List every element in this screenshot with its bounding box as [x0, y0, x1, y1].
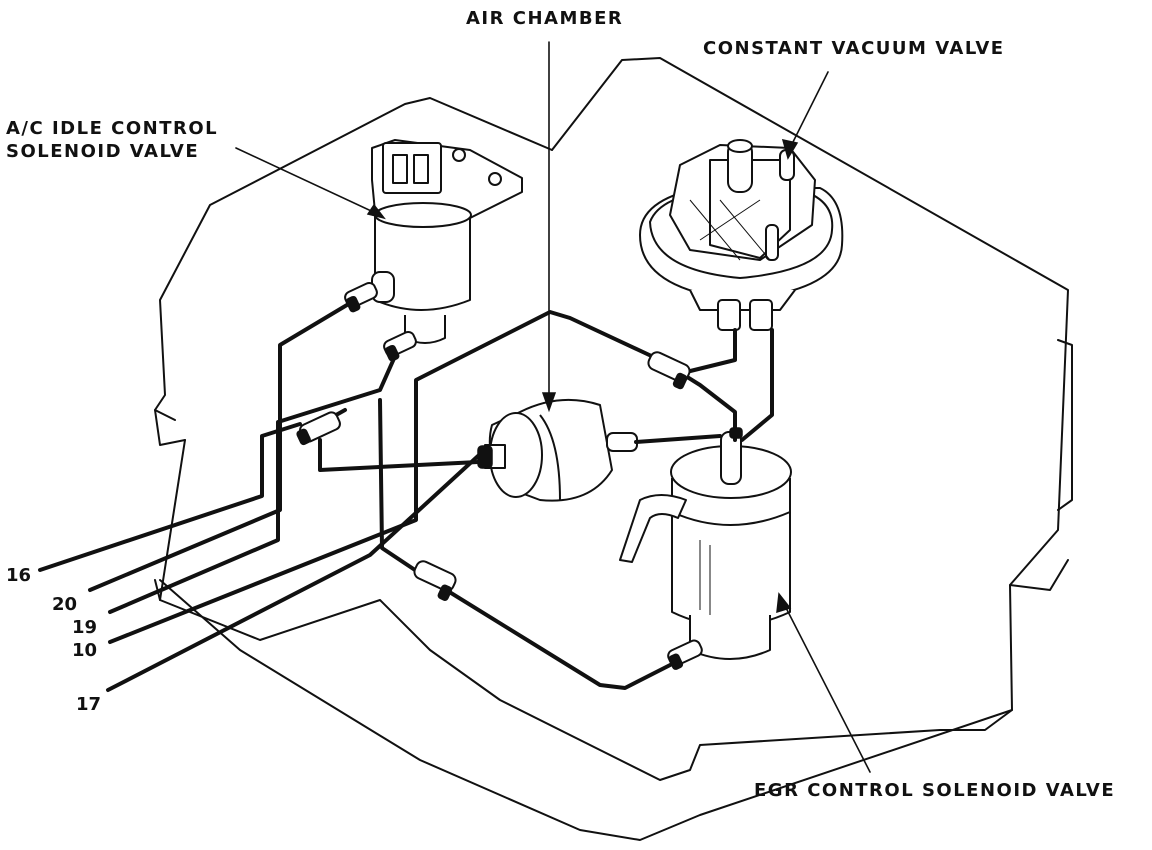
constant-vacuum-arrowhead: [781, 139, 799, 160]
leader-lines: [235, 41, 871, 773]
ac-idle-control-solenoid-valve: [371, 139, 523, 344]
egr-arrowhead: [776, 592, 792, 614]
ac-idle-leader: [235, 147, 383, 217]
ac-idle-arrowhead: [366, 203, 386, 220]
air-chamber-label: AIR CHAMBER: [466, 8, 623, 29]
hose-label-10: 10: [72, 640, 97, 661]
egr-leader: [781, 599, 871, 773]
hose-label-20: 20: [52, 594, 77, 615]
constant-vacuum-valve-label: CONSTANT VACUUM VALVE: [703, 38, 1005, 59]
hose-label-19: 19: [72, 617, 97, 638]
constant-vacuum-valve: [639, 139, 844, 331]
engine-outline: [154, 57, 1073, 841]
egr-control-solenoid-valve: [619, 431, 792, 660]
hose-number-labels: 16 20 19 10 17: [6, 565, 101, 715]
labels: AIR CHAMBER CONSTANT VACUUM VALVE A/C ID…: [6, 8, 1115, 801]
constant-vacuum-leader: [789, 71, 829, 149]
hose-fittings: [296, 281, 743, 670]
vacuum-hoses: [38, 294, 774, 692]
egr-control-label: EGR CONTROL SOLENOID VALVE: [754, 780, 1115, 801]
hose-label-17: 17: [76, 694, 101, 715]
hose-label-16: 16: [6, 565, 31, 586]
ac-idle-label-line1: A/C IDLE CONTROL: [6, 118, 218, 139]
air-chamber-arrowhead: [541, 392, 557, 413]
air-chamber: [477, 398, 638, 502]
ac-idle-label-line2: SOLENOID VALVE: [6, 141, 199, 162]
